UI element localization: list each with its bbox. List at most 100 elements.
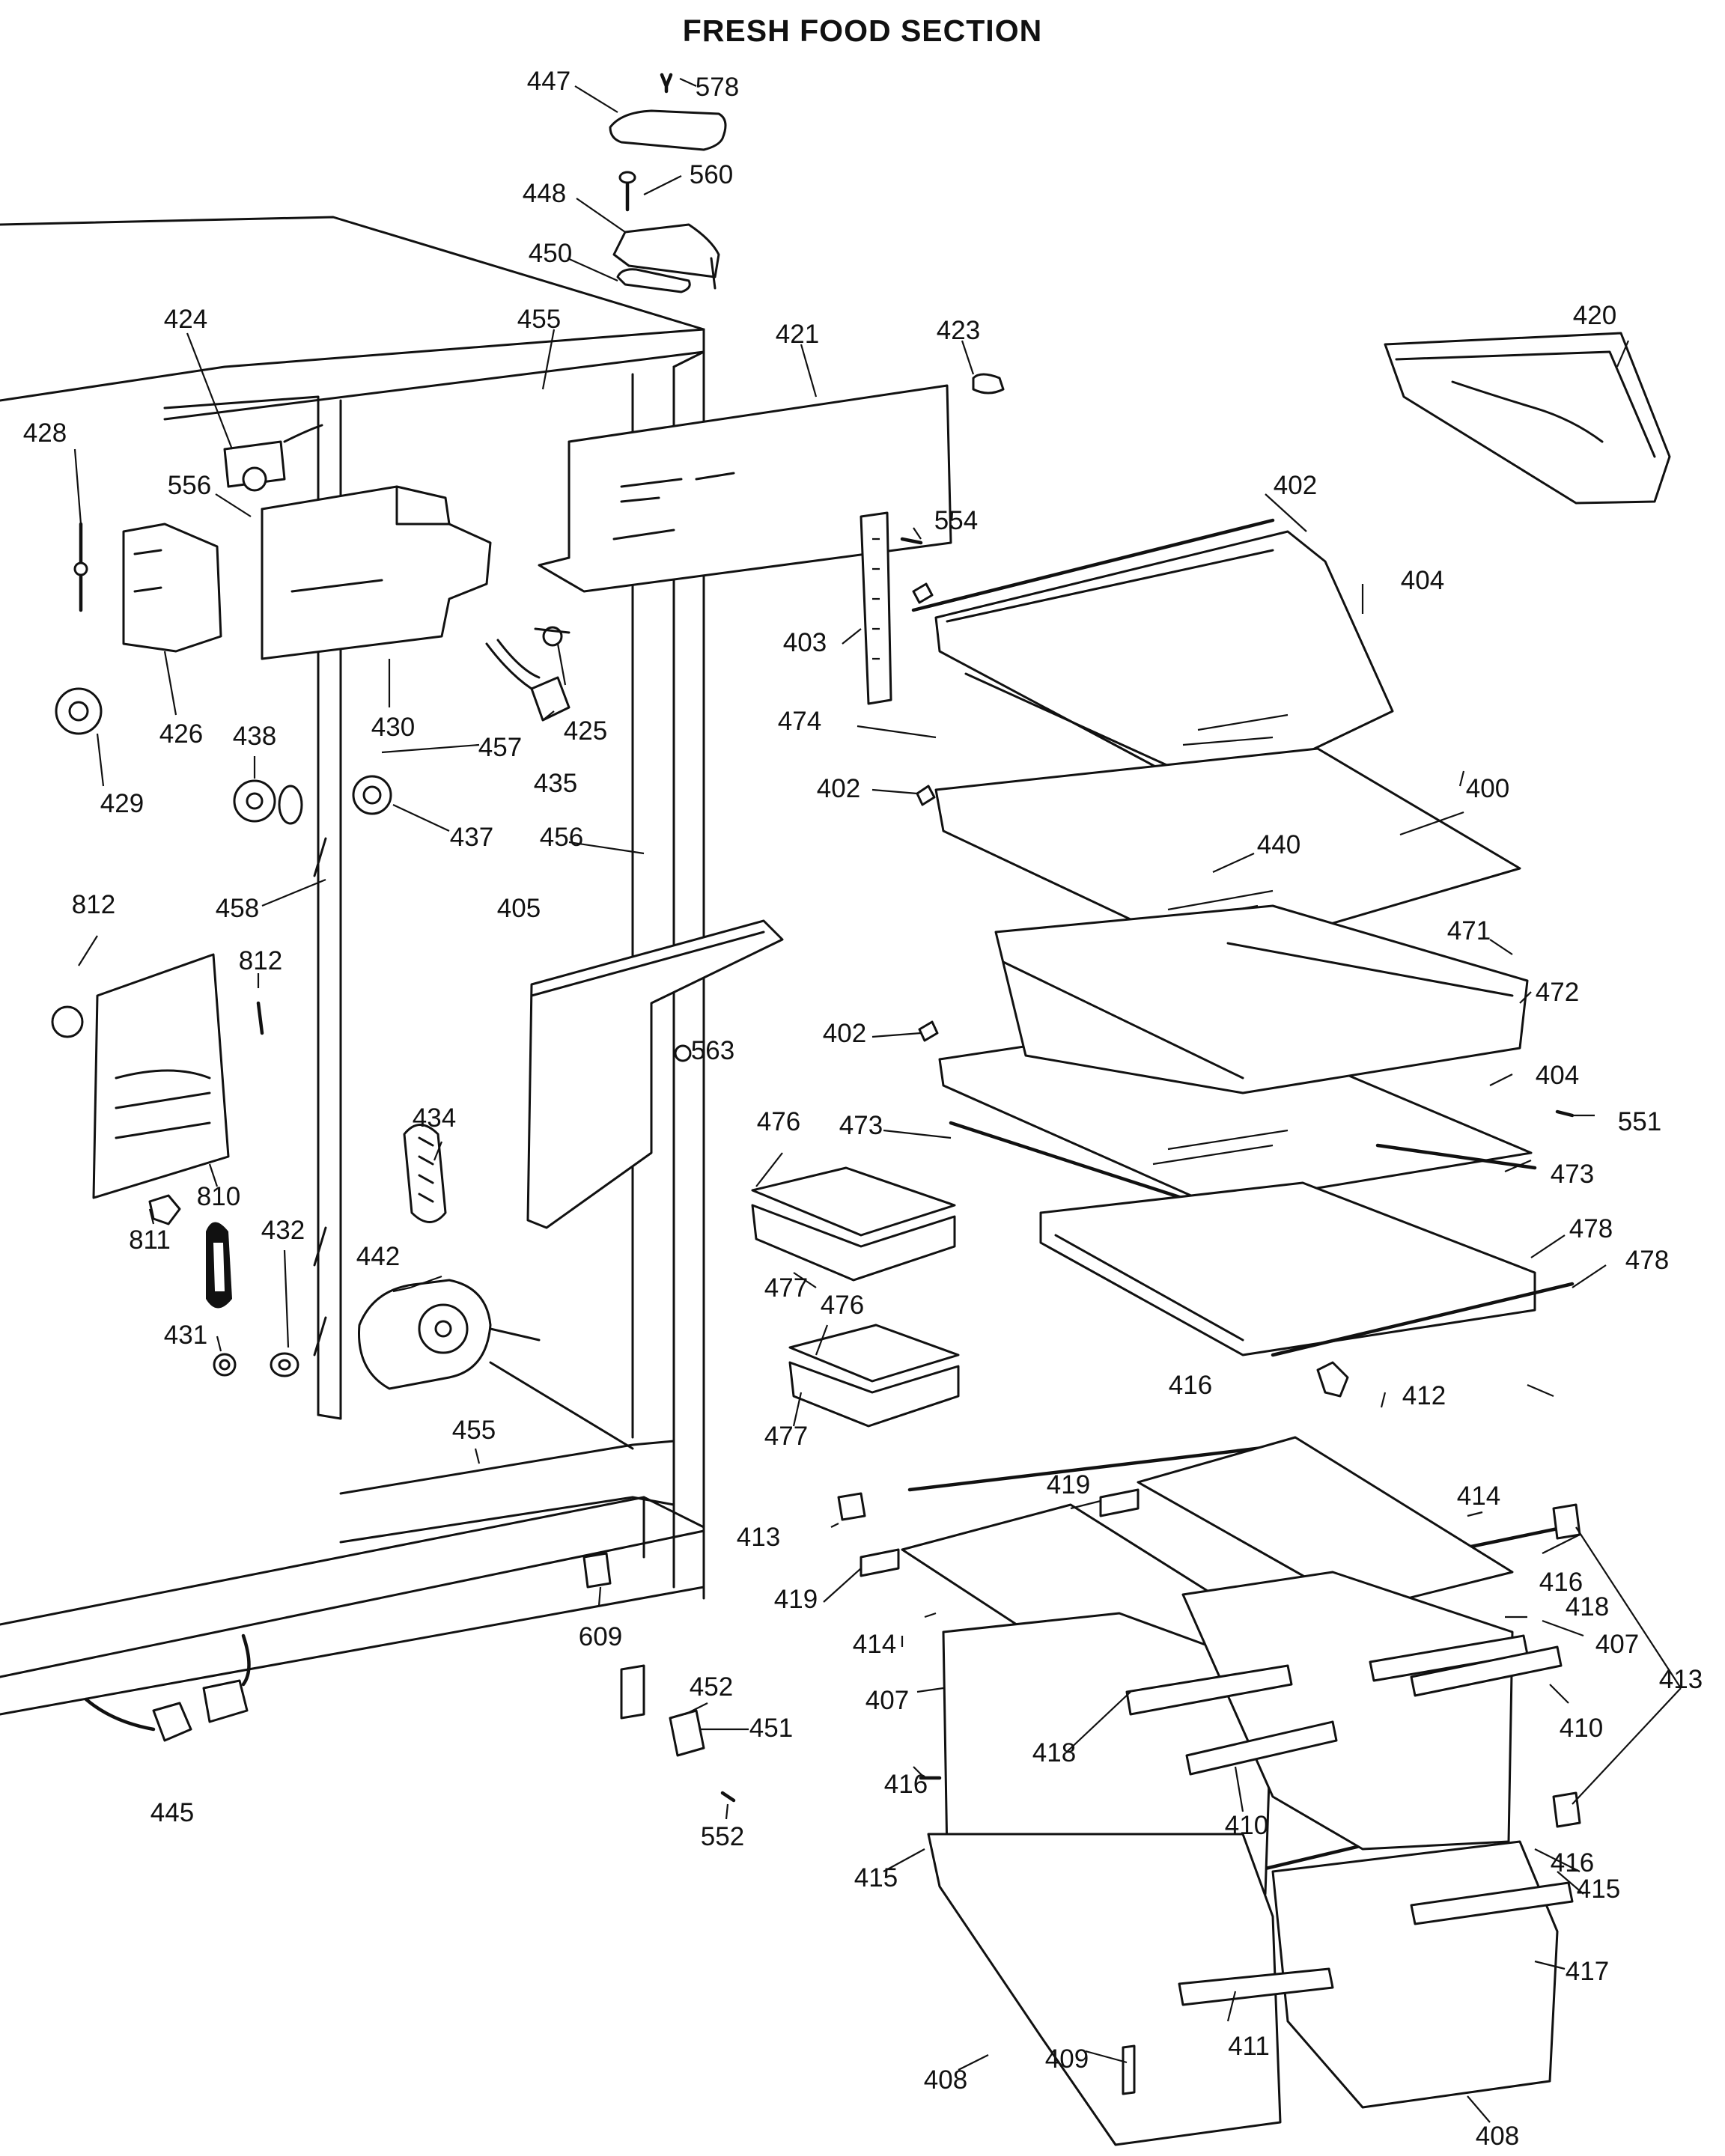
callout-407-left: 407: [865, 1686, 909, 1715]
pan-support: [860, 1488, 1140, 1577]
callout-438: 438: [233, 722, 276, 751]
callout-415-right: 415: [1577, 1875, 1620, 1904]
callout-411: 411: [1228, 2032, 1270, 2061]
callout-404-lower: 404: [1536, 1061, 1579, 1090]
callout-419-lower: 419: [774, 1585, 818, 1614]
callout-437: 437: [450, 823, 493, 852]
callout-458: 458: [216, 894, 259, 923]
control-panel: [538, 384, 952, 593]
shelf-screw: [1555, 1109, 1575, 1118]
callout-473-right: 473: [1551, 1160, 1594, 1189]
callout-423: 423: [937, 316, 980, 345]
callout-412: 412: [1402, 1381, 1446, 1410]
callout-405: 405: [497, 894, 541, 923]
drawer-track: [1039, 1181, 1536, 1356]
callout-402-lower: 402: [823, 1019, 866, 1048]
callout-424: 424: [164, 305, 207, 334]
lower-screw: [720, 1791, 736, 1803]
callout-417: 417: [1566, 1957, 1609, 1986]
callout-400: 400: [1466, 774, 1509, 803]
callout-426: 426: [159, 719, 203, 749]
shelf-rail-upper: [911, 518, 1275, 612]
callout-408-left: 408: [924, 2065, 967, 2095]
callout-563: 563: [691, 1036, 734, 1065]
callout-404-upper: 404: [1401, 566, 1444, 595]
callout-432: 432: [261, 1216, 305, 1245]
callout-415-left: 415: [854, 1863, 898, 1892]
callout-447: 447: [527, 67, 571, 96]
callout-402-middle: 402: [817, 774, 860, 803]
callout-414-upper: 414: [1457, 1482, 1500, 1511]
callout-556: 556: [168, 471, 211, 500]
shelf-clip: [912, 582, 939, 1042]
callout-476-upper: 476: [757, 1107, 800, 1136]
callout-445: 445: [150, 1798, 194, 1827]
callout-414-lower: 414: [853, 1630, 896, 1659]
wire-clip: [73, 522, 88, 612]
diagram-title: FRESH FOOD SECTION: [683, 13, 1042, 48]
callout-428: 428: [23, 418, 67, 448]
control-housing: [261, 485, 492, 660]
top-hinge-bracket: [612, 223, 720, 290]
cover-clip: [148, 1194, 181, 1225]
callout-402-top: 402: [1274, 471, 1317, 500]
callout-410-left: 410: [1225, 1811, 1268, 1840]
callout-476-lower: 476: [821, 1291, 864, 1320]
light-socket-assembly: [122, 523, 222, 653]
callout-451: 451: [749, 1714, 793, 1743]
frame-screw: [674, 1044, 692, 1062]
callout-labels: 447 578 560 448 450 455 421 423 420 424 …: [23, 67, 1703, 2151]
power-cord: [84, 1633, 251, 1742]
callout-450: 450: [529, 239, 572, 268]
shelf-ladder: [860, 511, 892, 705]
callout-431: 431: [164, 1321, 207, 1350]
callout-407-right: 407: [1595, 1630, 1639, 1659]
dish-tray: [751, 1204, 960, 1428]
callout-473-left: 473: [839, 1111, 883, 1140]
shelf-frame: [526, 919, 784, 1229]
callout-434: 434: [413, 1103, 456, 1133]
pan-handle: [1178, 1881, 1574, 2006]
callout-455-upper: 455: [517, 305, 561, 334]
callout-456: 456: [540, 823, 583, 852]
hinge-bracket-lower: [620, 1664, 705, 1757]
drain-fitting: [213, 1353, 237, 1377]
callout-435: 435: [534, 769, 577, 798]
callout-413-right: 413: [1659, 1665, 1703, 1694]
callout-419-upper: 419: [1047, 1470, 1090, 1499]
callout-440: 440: [1257, 830, 1300, 859]
callout-413-left: 413: [737, 1523, 780, 1552]
callout-416-right-upper: 416: [1539, 1568, 1583, 1597]
knob-assembly: [55, 687, 103, 735]
top-hinge-cover: [609, 109, 727, 151]
hinge-screw: [660, 73, 673, 94]
callout-552: 552: [701, 1822, 744, 1851]
callout-478-lower: 478: [1625, 1246, 1669, 1275]
callout-448: 448: [523, 179, 566, 208]
callout-416-left: 416: [884, 1770, 928, 1799]
callout-472: 472: [1536, 978, 1579, 1007]
crisper-handle: [1125, 1634, 1563, 1776]
callout-477-upper: 477: [764, 1273, 808, 1303]
callout-560: 560: [690, 160, 733, 189]
callout-554: 554: [934, 506, 978, 535]
callout-416-top: 416: [1169, 1371, 1212, 1400]
grommet: [352, 775, 392, 815]
callout-425: 425: [564, 716, 607, 746]
callout-408-right: 408: [1476, 2122, 1519, 2151]
drain-tube: [206, 1222, 232, 1309]
meat-drawer: [994, 904, 1529, 1094]
callout-403: 403: [783, 628, 827, 657]
callout-457: 457: [478, 733, 522, 762]
callout-471: 471: [1447, 916, 1491, 945]
hinge-shim: [616, 268, 691, 293]
callout-812-left: 812: [72, 890, 115, 919]
callout-410-right: 410: [1560, 1714, 1603, 1743]
callout-578: 578: [696, 73, 739, 102]
callout-430: 430: [371, 713, 415, 742]
callout-810: 810: [197, 1182, 240, 1211]
drain-sleeve: [270, 1352, 299, 1377]
humidity-slide: [1122, 2044, 1136, 2095]
callout-551: 551: [1618, 1107, 1661, 1136]
callout-420: 420: [1573, 301, 1616, 330]
